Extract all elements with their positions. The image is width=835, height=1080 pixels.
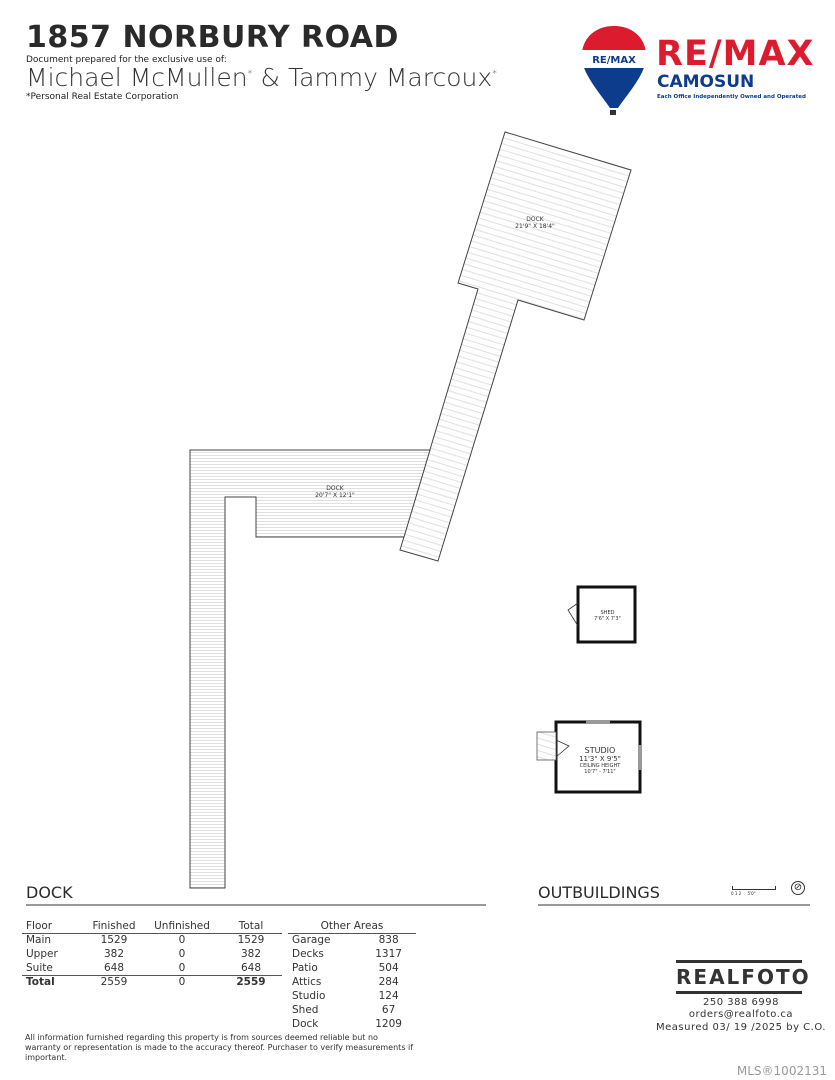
property-title: 1857 NORBURY ROAD [26,20,399,55]
realfoto-logo: REALFOTO [676,960,809,994]
floor-plan [189,131,642,889]
prepared-for-text: Document prepared for the exclusive use … [26,55,227,65]
agent-1: Michael McMullen [26,63,248,92]
agent-names: Michael McMullen* & Tammy Marcoux* [26,63,497,92]
section-outbuildings: OUTBUILDINGS [538,883,660,902]
studio-room [554,720,642,794]
studio-steps [536,731,557,761]
shed-room [576,585,637,644]
remax-balloon-icon: RE/MAX [581,26,647,115]
compass-icon: ⊘ [791,881,805,895]
asterisk: * [247,68,253,80]
office-name: CAMOSUN [657,72,755,92]
remax-brand: RE/MAX [656,34,815,74]
divider [26,904,486,906]
disclaimer: All information furnished regarding this… [25,1033,414,1062]
dock-lower [189,449,431,889]
studio-door-icon [555,739,570,758]
shed-door-icon [567,602,579,627]
scale-label: 0 1 2 5'0" [731,891,756,896]
dock-upper [399,131,632,562]
balloon-text: RE/MAX [592,55,636,66]
asterisk: * [492,68,498,80]
ampersand: & [260,63,281,92]
measured-note: Measured 03/ 19 /2025 by C.O. [656,1022,826,1033]
mls-number: MLS®1002131 [736,1064,827,1078]
realfoto-phone: 250 388 6998 [703,997,779,1008]
scale-bar [732,886,776,890]
office-tagline: Each Office Independently Owned and Oper… [657,94,806,100]
divider [538,904,810,906]
section-dock: DOCK [26,883,73,902]
prc-note: *Personal Real Estate Corporation [26,92,179,102]
agent-2: Tammy Marcoux [287,63,493,92]
realfoto-email[interactable]: orders@realfoto.ca [688,1009,794,1020]
